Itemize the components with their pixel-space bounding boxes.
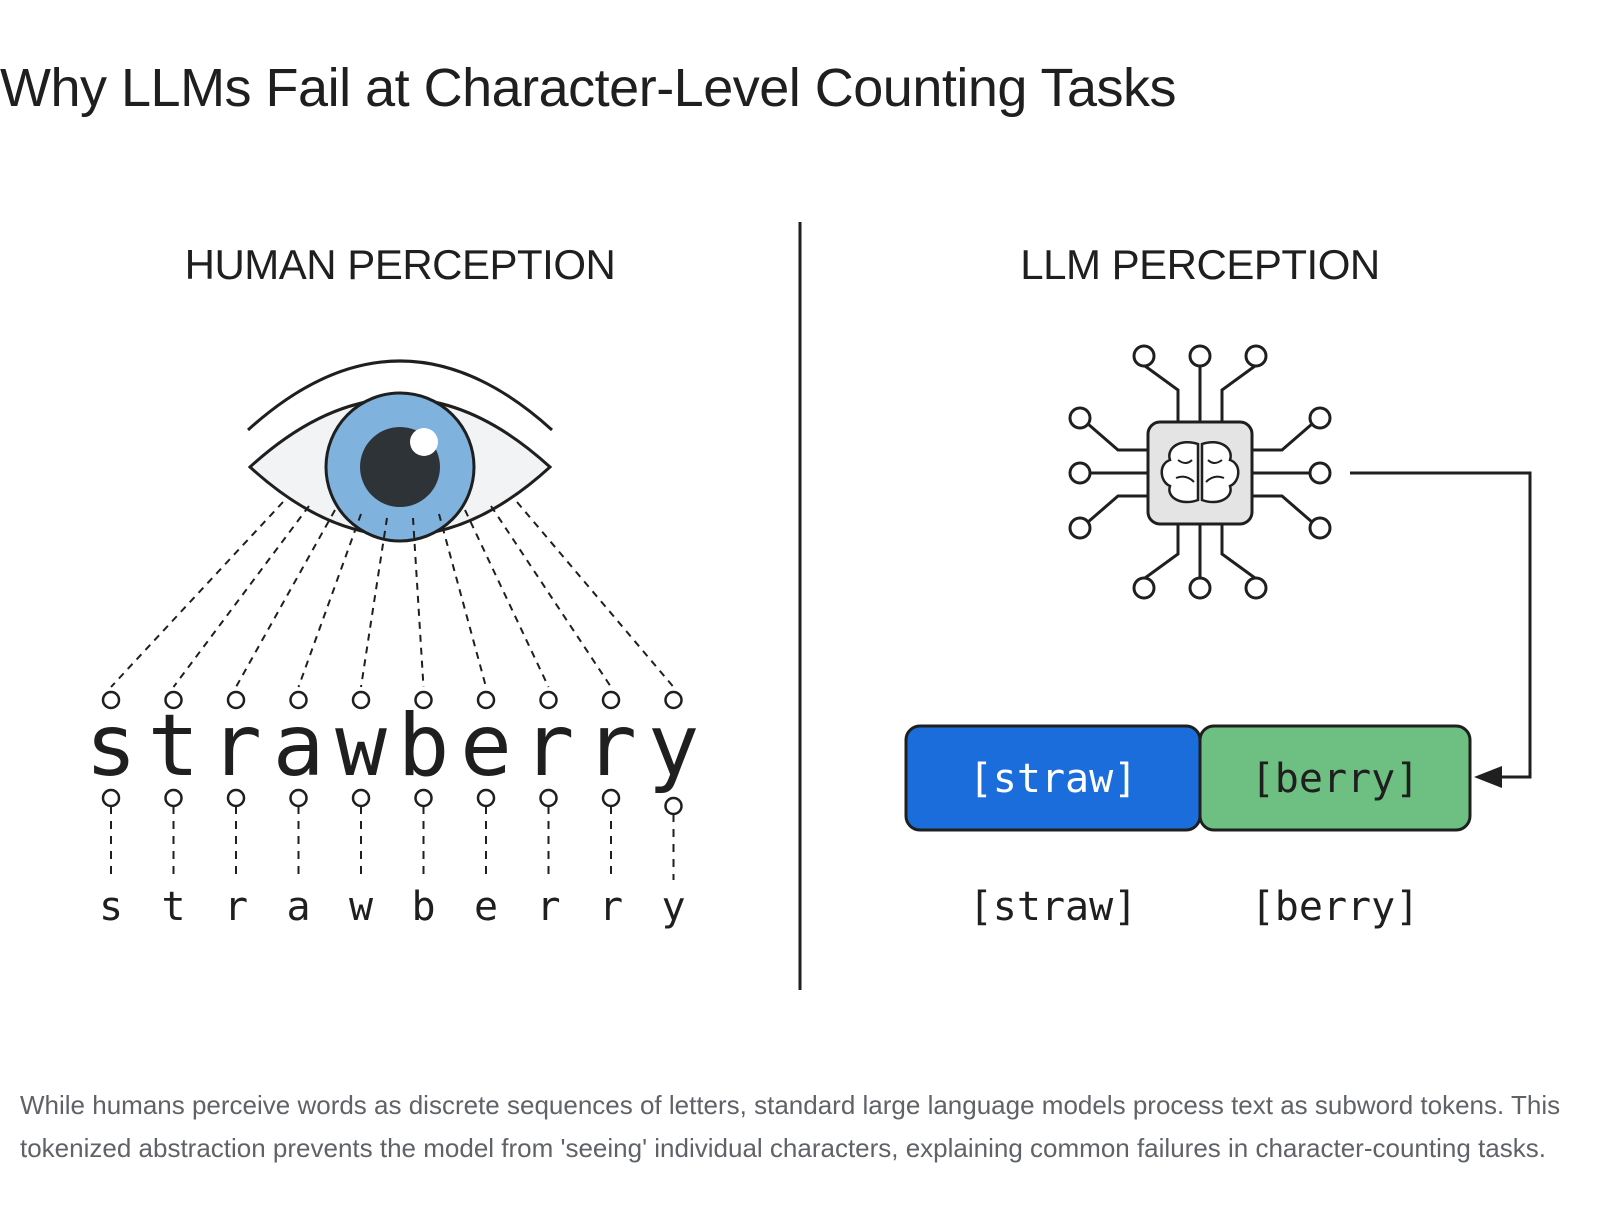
token-label-straw: [straw] — [969, 756, 1138, 802]
letter-pin-bottom — [226, 788, 246, 808]
split-letter: t — [161, 884, 185, 930]
perception-ray — [360, 517, 388, 688]
split-letter: w — [349, 884, 374, 930]
perception-ray — [516, 501, 675, 688]
letter-pin-top — [351, 690, 371, 710]
token-box-straw: [straw] — [904, 724, 1202, 832]
split-letter: a — [286, 884, 310, 930]
word-letter: a — [273, 696, 325, 796]
llm-perception-panel: LLM PERCEPTION — [904, 241, 1532, 930]
token-text-berry: [berry] — [1251, 884, 1420, 930]
letter-pins-bottom — [101, 788, 683, 880]
perception-ray — [490, 505, 612, 688]
letter-pin-top — [101, 690, 121, 710]
token-text-straw: [straw] — [969, 884, 1138, 930]
letter-pin-bottom — [664, 796, 683, 816]
split-letter: r — [224, 884, 248, 930]
eye-icon — [246, 359, 554, 543]
perception-ray — [172, 505, 310, 688]
letter-pin-bottom — [164, 788, 183, 808]
word-letter: r — [585, 696, 637, 796]
perception-ray — [297, 513, 362, 688]
figure-caption: While humans perceive words as discrete … — [20, 1090, 1561, 1163]
letter-pin-bottom — [414, 788, 433, 808]
perception-ray — [464, 509, 550, 688]
letter-pin-bottom — [101, 788, 121, 808]
word-letter: w — [335, 696, 387, 796]
letter-pins-top — [101, 690, 683, 710]
word-letter: e — [460, 696, 512, 796]
letter-pin-top — [164, 690, 183, 710]
perception-ray — [235, 509, 336, 688]
letter-pin-top — [476, 690, 496, 710]
letter-pin-top — [539, 690, 558, 710]
arrow-head-icon — [1474, 766, 1502, 788]
token-label-berry: [berry] — [1251, 756, 1420, 802]
word-letter: t — [148, 696, 200, 796]
connector-arrow-line — [1350, 471, 1532, 779]
human-perception-heading: HUMAN PERCEPTION — [185, 241, 616, 288]
letter-pin-top — [664, 690, 683, 710]
split-letter: b — [411, 884, 435, 930]
word-letter: s — [85, 696, 137, 796]
perception-ray — [412, 517, 425, 688]
perception-ray — [438, 513, 487, 688]
perception-rays — [110, 501, 675, 688]
split-letter: r — [536, 884, 560, 930]
word-letter: y — [648, 696, 700, 796]
page-title: Why LLMs Fail at Character-Level Countin… — [0, 58, 1177, 118]
split-letter: s — [99, 884, 123, 930]
letter-pin-bottom — [476, 788, 496, 808]
letter-pin-top — [601, 690, 621, 710]
llm-perception-heading: LLM PERCEPTION — [1020, 241, 1379, 288]
letter-pin-top — [289, 690, 308, 710]
letter-pin-bottom — [289, 788, 308, 808]
split-letter: r — [599, 884, 623, 930]
word-letter: r — [210, 696, 262, 796]
split-letter: y — [661, 884, 685, 930]
perception-ray — [110, 501, 284, 688]
letter-pin-top — [414, 690, 433, 710]
brain-chip-icon — [1068, 344, 1332, 600]
letter-pin-bottom — [351, 788, 371, 808]
word-letter: b — [398, 696, 450, 796]
letter-pin-bottom — [539, 788, 558, 808]
letter-pin-bottom — [601, 788, 621, 808]
token-box-berry: [berry] — [1198, 724, 1472, 832]
split-letter: e — [474, 884, 498, 930]
letter-pin-top — [226, 690, 246, 710]
word-letter: r — [523, 696, 575, 796]
